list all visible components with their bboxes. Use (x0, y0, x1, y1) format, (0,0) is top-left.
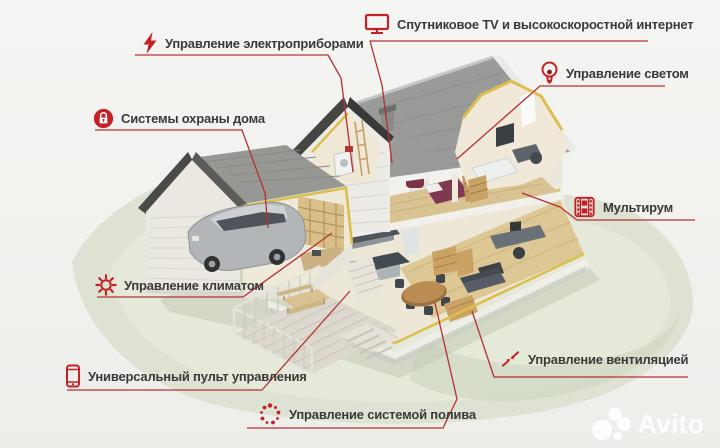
callout-light-label: Управление светом (566, 65, 689, 81)
callout-light: Управление светом (540, 61, 689, 85)
arrows-icon (502, 351, 519, 367)
lock-icon (93, 108, 114, 128)
line-electro (135, 54, 354, 173)
line-irrigation (247, 302, 458, 429)
callout-remote-label: Универсальный пульт управления (88, 368, 307, 384)
callout-satellite-tv-label: Спутниковое TV и высокоскоростной интерн… (397, 16, 694, 32)
avito-watermark: Avito (590, 406, 705, 442)
tv-icon (364, 13, 390, 34)
sun-icon (95, 274, 117, 296)
dining-area (395, 246, 478, 322)
callout-multiroom: Мультирум (573, 195, 673, 219)
callout-climate: Управление климатом (95, 273, 264, 297)
deck (232, 264, 400, 376)
bulb-icon (541, 61, 558, 84)
floor-slab (296, 190, 565, 247)
callout-lines (67, 40, 695, 429)
deck-table (276, 284, 330, 314)
callout-irrigation: Управление системой полива (258, 402, 476, 426)
callout-electro: Управление электроприборами (142, 31, 364, 55)
line-climate (97, 232, 333, 298)
line-satellite (369, 40, 648, 164)
callout-remote: Универсальный пульт управления (65, 364, 307, 388)
avito-logo-icon (591, 407, 631, 441)
callout-satellite-tv: Спутниковое TV и высокоскоростной интерн… (364, 12, 694, 36)
callout-security: Системы охраны дома (93, 106, 265, 130)
lightning-icon (143, 32, 157, 54)
living-office (456, 221, 546, 293)
film-icon (574, 196, 595, 218)
avito-watermark-text: Avito (637, 408, 705, 439)
callout-multiroom-label: Мультирум (603, 199, 673, 215)
sprinkler-icon (260, 403, 281, 425)
line-ventilation (471, 310, 688, 378)
line-multiroom (521, 192, 695, 221)
callout-ventilation-label: Управление вентиляцией (528, 351, 689, 367)
interior-stairs (346, 256, 384, 300)
upstairs-bedroom-right (455, 79, 568, 203)
callout-ventilation: Управление вентиляцией (500, 347, 689, 371)
callout-electro-label: Управление электроприборами (165, 35, 364, 51)
callout-climate-label: Управление климатом (124, 277, 264, 293)
phone-icon (66, 364, 80, 388)
line-security (95, 129, 269, 229)
garage-shelving (297, 196, 345, 252)
line-remote (67, 290, 351, 391)
suv-car (187, 201, 307, 272)
callout-irrigation-label: Управление системой полива (289, 406, 476, 422)
callout-security-label: Системы охраны дома (121, 110, 265, 126)
line-light (456, 85, 665, 160)
deck-stairs (340, 323, 400, 367)
